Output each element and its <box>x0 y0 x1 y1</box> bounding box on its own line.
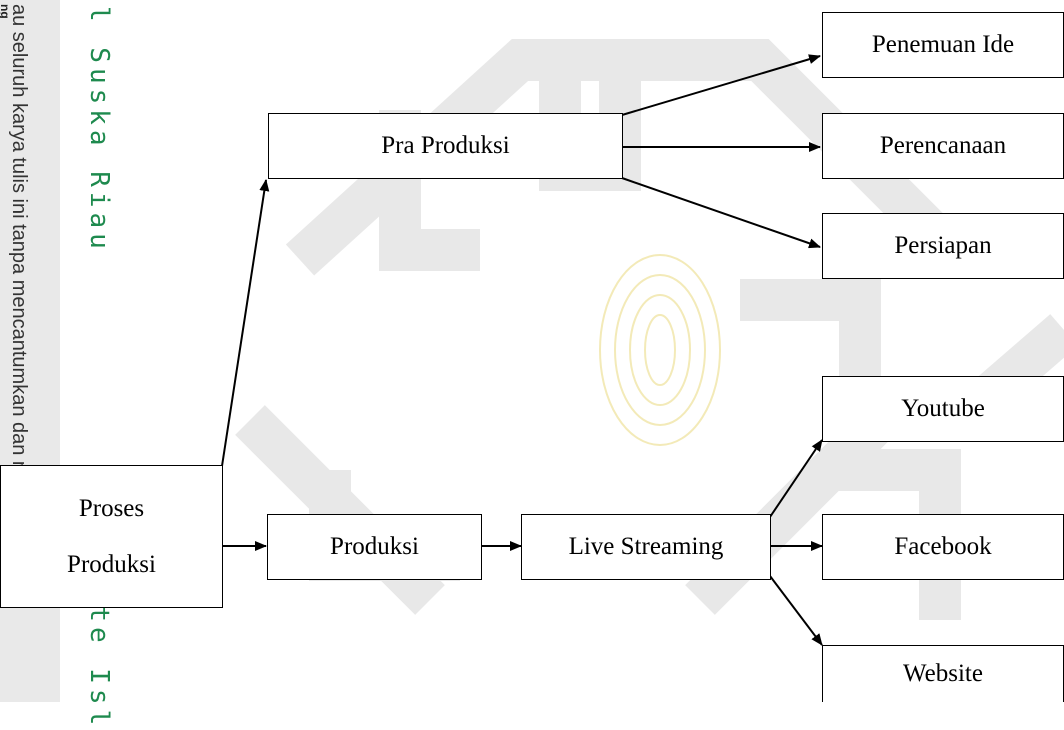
connector-arrows <box>221 54 823 646</box>
node-live-streaming-label: Live Streaming <box>568 533 724 560</box>
node-facebook: Facebook <box>822 514 1064 580</box>
edge-live-to-website <box>769 575 823 646</box>
node-proses-line1: Proses <box>78 494 145 522</box>
node-proses-line2: Produksi <box>67 550 156 578</box>
node-facebook-label: Facebook <box>894 533 992 560</box>
node-penemuan-ide-label: Penemuan Ide <box>871 31 1015 58</box>
node-pra-produksi-label: Pra Produksi <box>381 132 510 159</box>
node-proses-produksi: Proses Produksi <box>0 465 223 608</box>
node-pra-produksi: Pra Produksi <box>268 113 623 179</box>
node-youtube: Youtube <box>822 376 1064 442</box>
node-persiapan: Persiapan <box>822 213 1064 279</box>
edge-pra-to-persiapan <box>621 177 821 249</box>
node-produksi: Produksi <box>267 514 482 580</box>
node-website: Website <box>822 645 1064 702</box>
node-live-streaming: Live Streaming <box>521 514 771 580</box>
edge-pra-to-penemuan <box>621 54 821 116</box>
node-perencanaan-label: Perencanaan <box>879 132 1007 159</box>
node-produksi-label: Produksi <box>330 533 419 560</box>
node-persiapan-label: Persiapan <box>894 232 992 259</box>
edge-live-to-youtube <box>769 439 823 518</box>
node-penemuan-ide: Penemuan Ide <box>822 12 1064 78</box>
node-website-label: Website <box>903 660 983 687</box>
edge-proses-to-pra <box>221 179 270 467</box>
node-youtube-label: Youtube <box>901 395 985 422</box>
node-perencanaan: Perencanaan <box>822 113 1064 179</box>
